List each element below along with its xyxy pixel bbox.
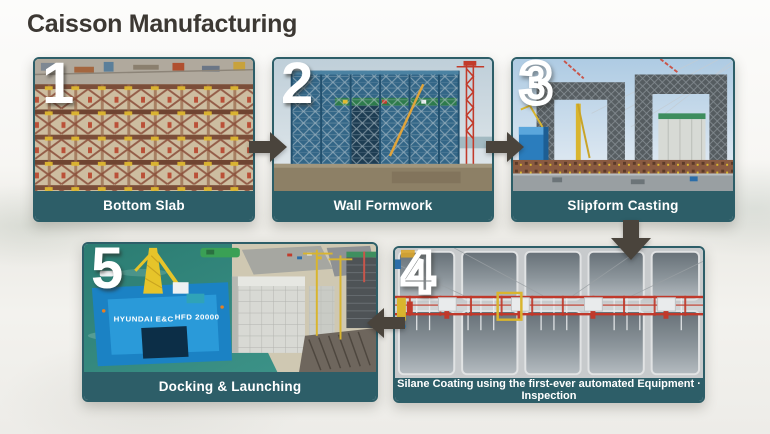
photo-slipform-casting <box>513 59 733 191</box>
slide-title: Caisson Manufacturing <box>27 10 298 38</box>
photo-bottom-slab <box>35 59 253 191</box>
photo-wall-formwork <box>274 59 492 191</box>
vessel-model-text: HFD 20000 <box>175 313 220 322</box>
step-caption-3: Slipform Casting <box>513 191 733 220</box>
photo-docking-launching: HYUNDAI E&C HFD 20000 <box>84 244 376 372</box>
step-number-1: 1 <box>42 57 74 116</box>
step-caption-1: Bottom Slab <box>35 191 253 220</box>
docking-launching-illustration: HYUNDAI E&C HFD 20000 <box>84 244 376 372</box>
arrow-step3-to-step4 <box>611 220 651 260</box>
step-card-3: 3 Slipform Casting <box>511 57 735 222</box>
step-number-3: 3 <box>517 57 554 116</box>
step-caption-5: Docking & Launching <box>84 372 376 400</box>
step-card-4: 4 Silane Coating using the first-ever au… <box>393 246 705 403</box>
step-card-2: 2 Wall Formwork <box>272 57 494 222</box>
step-number-5: 5 <box>91 242 123 301</box>
silane-coating-illustration <box>395 248 703 378</box>
step-number-2: 2 <box>281 57 313 116</box>
arrow-step2-to-step3 <box>486 131 524 163</box>
step-card-1: 1 Bottom Slab <box>33 57 255 222</box>
step-number-4: 4 <box>399 246 436 305</box>
step-caption-4: Silane Coating using the first-ever auto… <box>395 378 703 401</box>
wall-formwork-illustration <box>274 59 492 191</box>
step-caption-2: Wall Formwork <box>274 191 492 220</box>
bottom-slab-illustration <box>35 59 253 191</box>
arrow-step4-to-step5 <box>367 307 405 339</box>
arrow-step1-to-step2 <box>249 131 287 163</box>
photo-silane-coating <box>395 248 703 378</box>
slipform-casting-illustration <box>513 59 733 191</box>
step-card-5: HYUNDAI E&C HFD 20000 5 Docking & Launch… <box>82 242 378 402</box>
vessel-brand-text: HYUNDAI E&C <box>114 314 174 323</box>
